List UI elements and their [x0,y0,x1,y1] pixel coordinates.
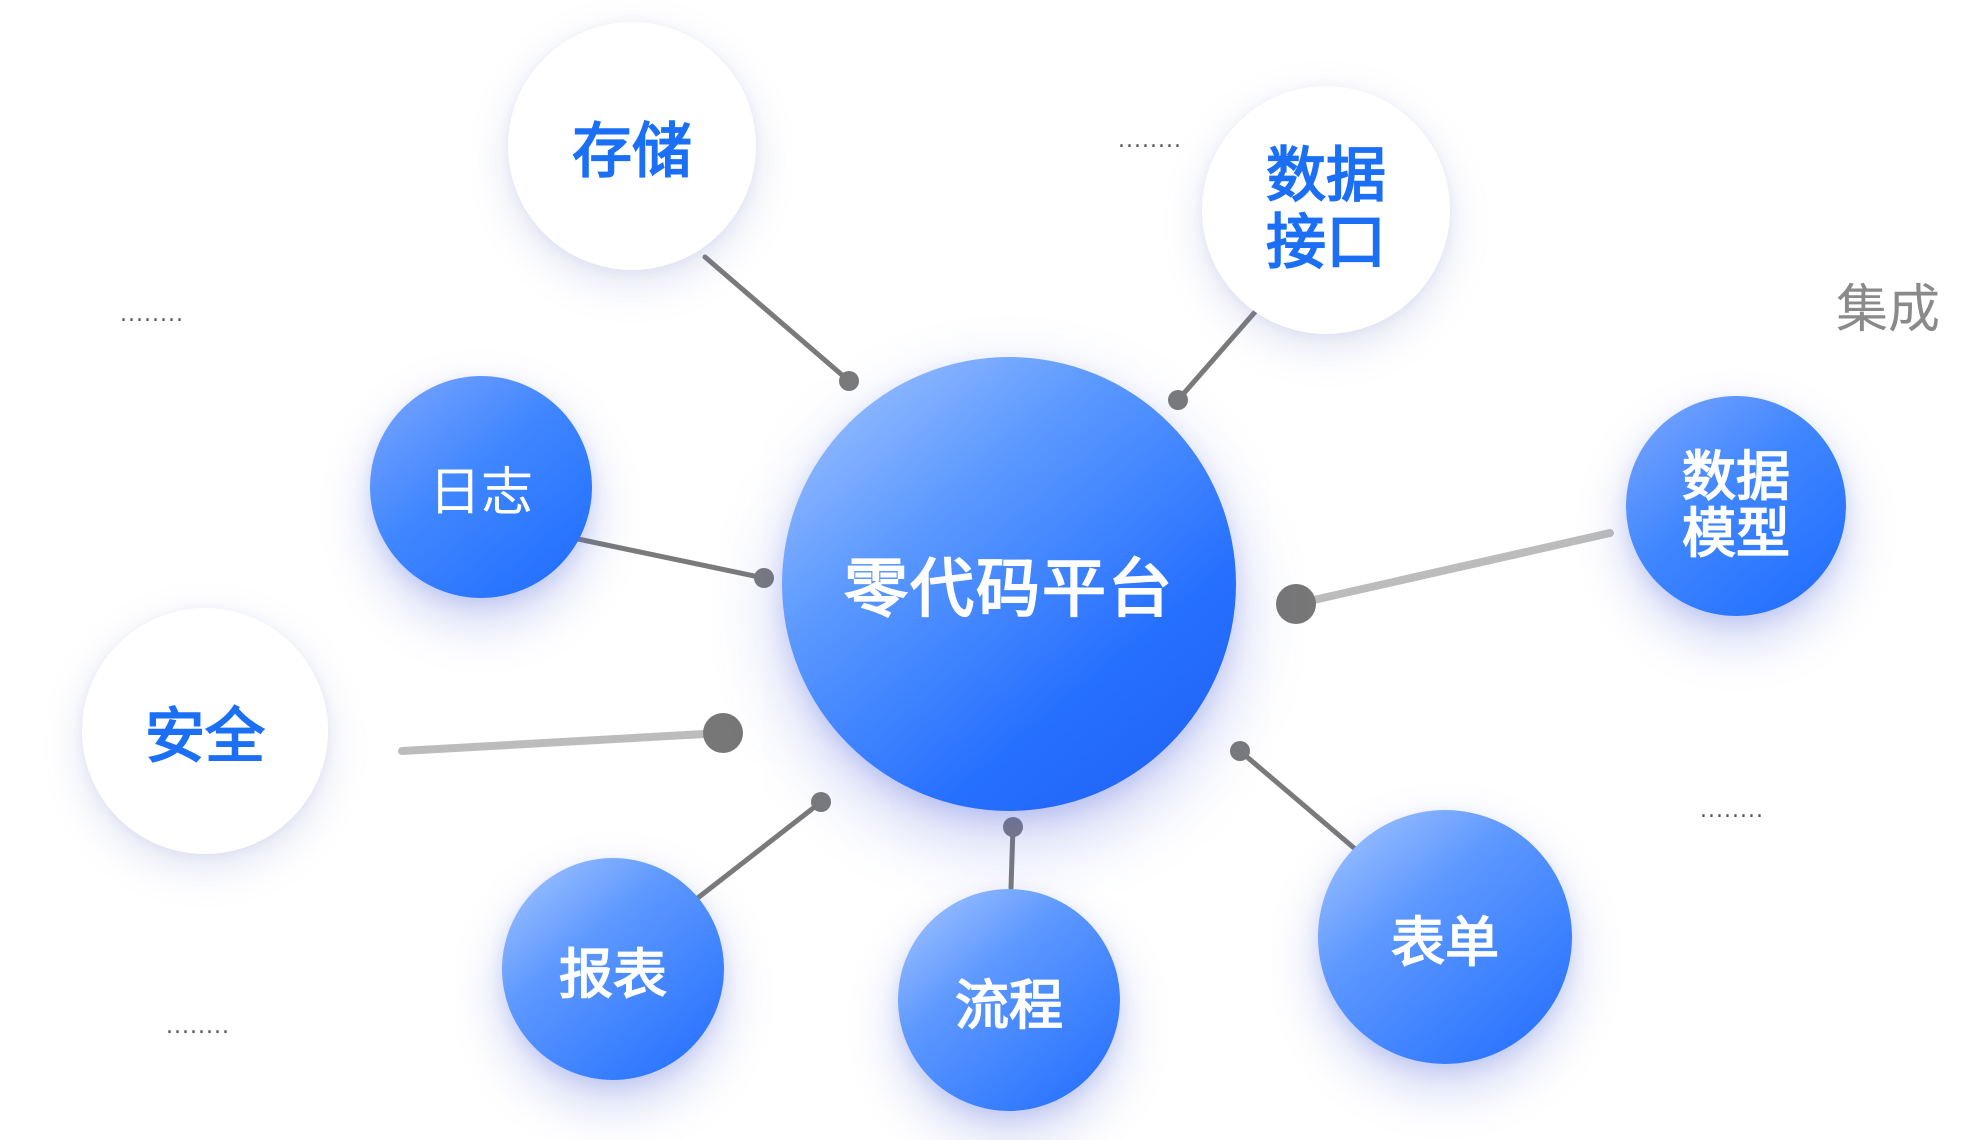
connector-storage [702,254,852,384]
integration-label: 集成 [1836,280,1941,340]
connector-dot-log [754,568,774,588]
connector-log [575,536,767,581]
connector-security [398,729,726,755]
connector-dot-report [811,792,831,812]
connector-process [1008,824,1016,891]
connector-dot-data-model [1276,584,1316,624]
node-storage: 存储 [508,22,756,270]
node-report: 报表 [502,858,724,1080]
connector-data-model [1292,529,1614,608]
node-form-label: 表单 [1391,910,1499,974]
node-data-model-label: 数据 模型 [1682,445,1790,565]
ellipsis-right-bottom: ........ [1700,798,1764,823]
ellipsis-left-bottom: ........ [166,1014,230,1039]
node-form: 表单 [1318,810,1572,1064]
center-node: 零代码平台 [782,357,1236,811]
ellipsis-top-center: ........ [1118,128,1182,153]
node-report-label: 报表 [559,942,667,1006]
connector-dot-data-interface [1168,390,1188,410]
node-log: 日志 [370,376,592,598]
node-data-model: 数据 模型 [1626,396,1846,616]
connector-form [1237,748,1357,851]
node-security-label: 安全 [145,701,265,772]
node-log-label: 日志 [428,462,533,523]
connector-dot-security [703,713,743,753]
node-data-interface-label: 数据 接口 [1266,140,1386,278]
connector-dot-form [1230,741,1250,761]
connector-dot-storage [839,371,859,391]
connector-data-interface [1175,309,1258,403]
node-storage-label: 存储 [572,116,692,187]
center-node-label: 零代码平台 [844,553,1174,627]
node-process-label: 流程 [955,973,1063,1037]
connector-dot-process [1003,817,1023,837]
node-security: 安全 [82,608,328,854]
node-process: 流程 [898,889,1120,1111]
ellipsis-left-top: ........ [120,302,184,327]
node-data-interface: 数据 接口 [1202,86,1450,334]
